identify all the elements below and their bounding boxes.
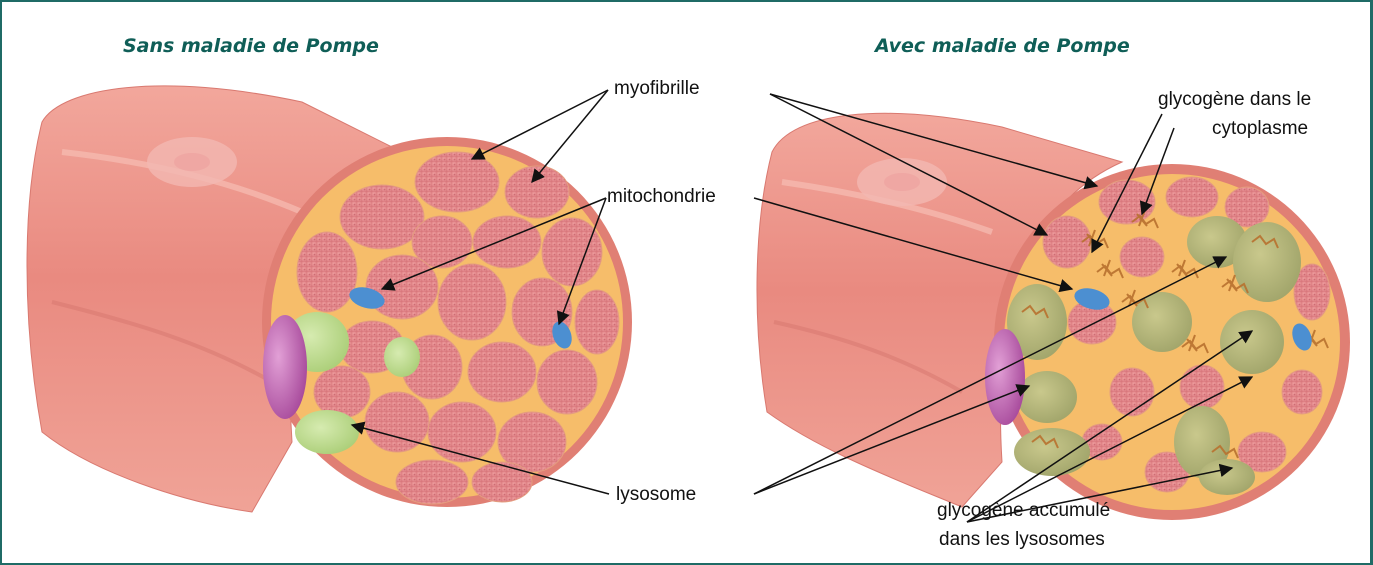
lysosome-glycogen-label-line2: dans les lysosomes xyxy=(939,528,1105,552)
lysosome xyxy=(384,337,420,377)
swollen-lysosome xyxy=(1014,428,1090,476)
swollen-lysosome xyxy=(1220,310,1284,374)
lysosome-label: lysosome xyxy=(616,483,696,507)
lysosome xyxy=(295,410,359,454)
cytoplasm-glycogen-label-line2: cytoplasme xyxy=(1212,117,1308,141)
nucleus xyxy=(263,315,307,419)
mitochondria-label: mitochondrie xyxy=(607,185,716,209)
healthy-panel-title: Sans maladie de Pompe xyxy=(123,35,379,57)
swollen-lysosome xyxy=(1233,222,1301,302)
swollen-lysosome xyxy=(1199,459,1255,495)
lysosome-glycogen-label-line1: glycogène accumulé xyxy=(937,499,1110,523)
cytoplasm-glycogen-label-line1: glycogène dans le xyxy=(1158,88,1311,112)
healthy-muscle-fiber xyxy=(27,86,632,512)
swollen-lysosome xyxy=(1017,371,1077,423)
pompe-panel-title: Avec maladie de Pompe xyxy=(875,35,1130,57)
nucleus xyxy=(985,329,1025,425)
myofibril-label: myofibrille xyxy=(614,77,700,101)
